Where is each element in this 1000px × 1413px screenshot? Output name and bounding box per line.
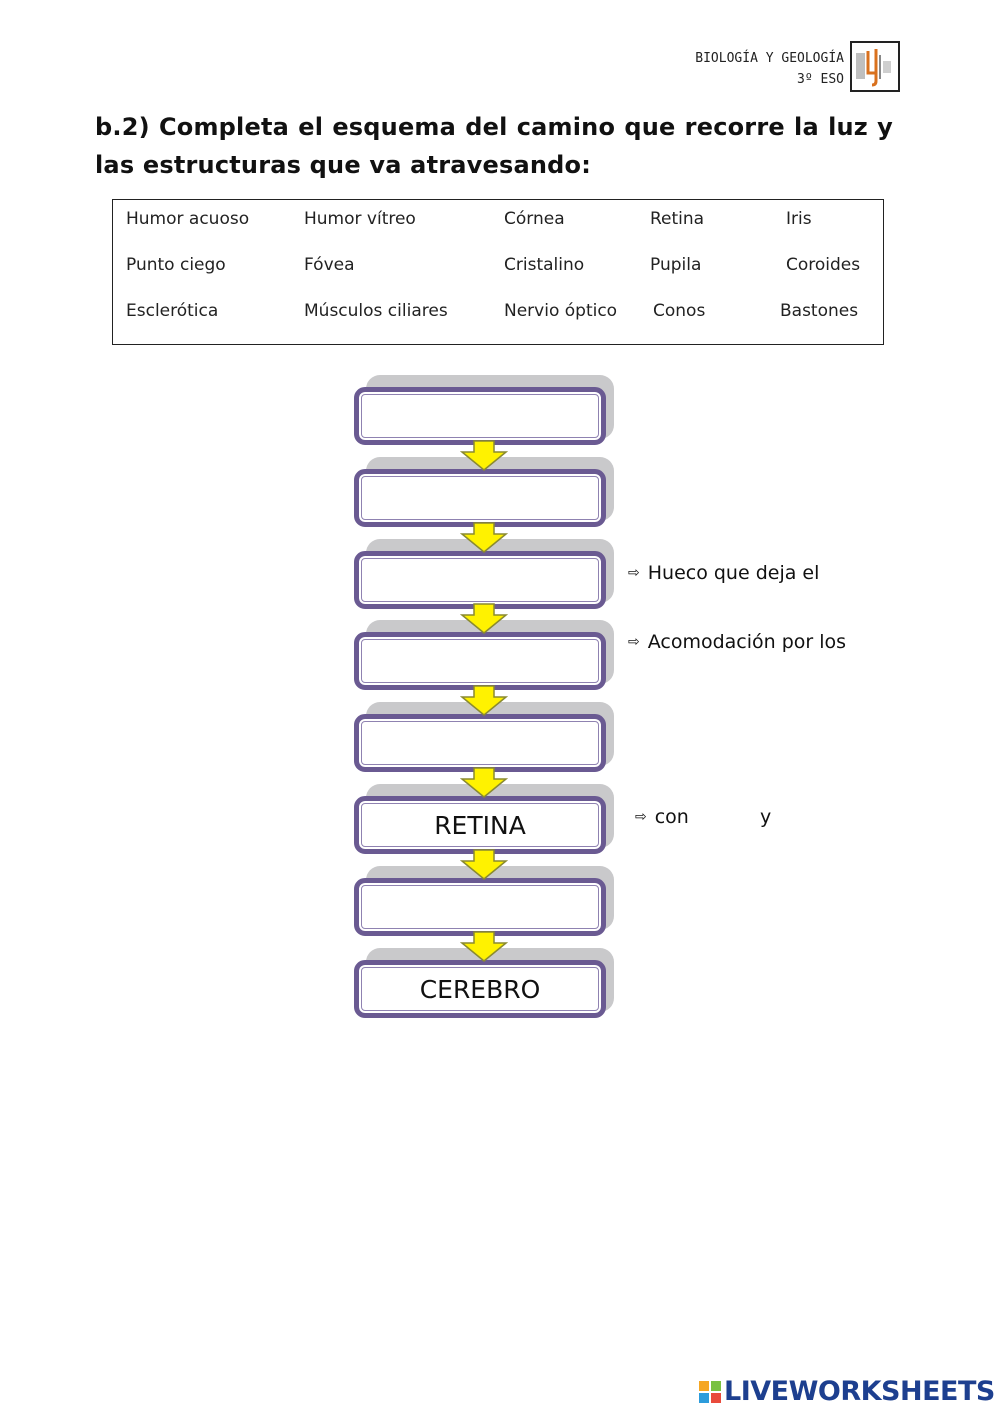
note-retina-text-a: con [654,806,689,828]
down-arrow-icon [460,522,508,553]
course-label: 3º ESO [797,72,844,87]
retina-box: RETINA [354,796,606,854]
word-bank: Humor acuoso Humor vítreo Córnea Retina … [112,199,884,345]
word-bank-item: Punto ciego [126,255,226,275]
right-arrow-icon: ⇨ [628,634,640,650]
header: BIOLOGÍA Y GEOLOGÍA 3º ESO [695,48,844,90]
word-bank-item: Iris [786,209,812,229]
word-bank-item: Humor acuoso [126,209,250,229]
note-pupila-text: Hueco que deja el [647,562,820,584]
word-bank-item: Coroides [786,255,861,275]
note-cristalino: ⇨ Acomodación por los [628,631,846,653]
answer-box-1[interactable] [354,387,606,445]
note-pupila: ⇨ Hueco que deja el [628,562,819,584]
word-bank-item: Humor vítreo [304,209,416,229]
subject-label: BIOLOGÍA Y GEOLOGÍA [695,51,844,66]
word-bank-item: Esclerótica [126,301,219,321]
answer-box-3[interactable] [354,551,606,609]
note-retina: ⇨ con [635,806,689,828]
cerebro-box: CEREBRO [354,960,606,1018]
word-bank-item: Músculos ciliares [304,301,448,321]
right-arrow-icon: ⇨ [635,809,647,825]
down-arrow-icon [460,603,508,634]
exercise-title: b.2) Completa el esquema del camino que … [95,113,893,179]
word-bank-item: Conos [653,301,706,321]
word-bank-item: Retina [650,209,705,229]
note-retina-y: y [760,806,772,828]
right-arrow-icon: ⇨ [628,565,640,581]
answer-box-5[interactable] [354,714,606,772]
down-arrow-icon [460,849,508,880]
footer-brand: LIVEWORKSHEETS [698,1377,995,1407]
down-arrow-icon [460,931,508,962]
answer-box-4[interactable] [354,632,606,690]
word-bank-item: Pupila [650,255,702,275]
school-logo [850,41,900,92]
down-arrow-icon [460,685,508,716]
word-bank-item: Córnea [504,209,565,229]
down-arrow-icon [460,440,508,471]
word-bank-item: Cristalino [504,255,585,275]
liveworksheets-logo-icon [699,1381,721,1403]
down-arrow-icon [460,767,508,798]
word-bank-item: Fóvea [304,255,355,275]
word-bank-item: Bastones [780,301,859,321]
note-cristalino-text: Acomodación por los [647,631,847,653]
footer-brand-text: LIVEWORKSHEETS [724,1376,995,1407]
answer-box-2[interactable] [354,469,606,527]
answer-box-7[interactable] [354,878,606,936]
word-bank-item: Nervio óptico [504,301,618,321]
